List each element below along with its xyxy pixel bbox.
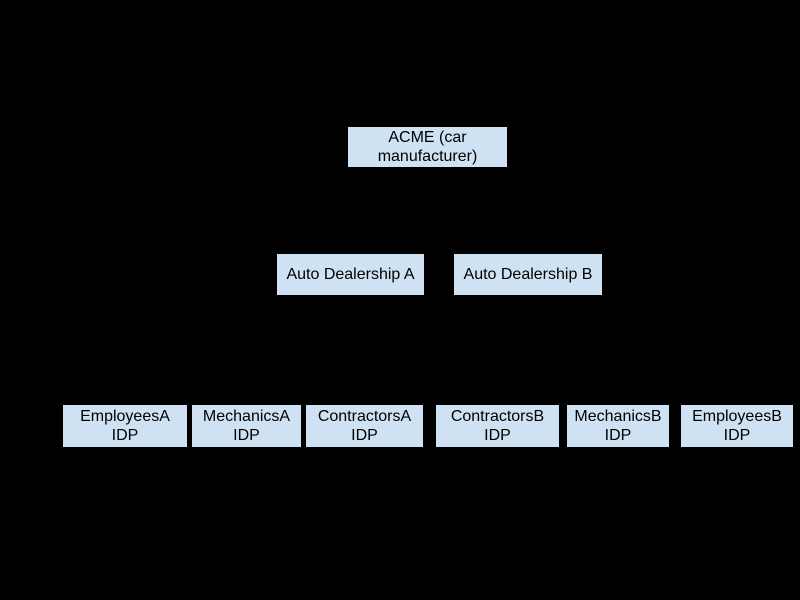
node-employees-b-idp: EmployeesB IDP [681,405,793,447]
node-auto-dealership-b: Auto Dealership B [454,254,602,295]
node-mechanics-b-idp: MechanicsB IDP [567,405,669,447]
node-acme-car-manufacturer: ACME (car manufacturer) [348,127,507,167]
node-contractors-a-idp: ContractorsA IDP [306,405,423,447]
node-auto-dealership-a: Auto Dealership A [277,254,424,295]
node-employees-a-idp: EmployeesA IDP [63,405,187,447]
node-contractors-b-idp: ContractorsB IDP [436,405,559,447]
node-mechanics-a-idp: MechanicsA IDP [192,405,301,447]
